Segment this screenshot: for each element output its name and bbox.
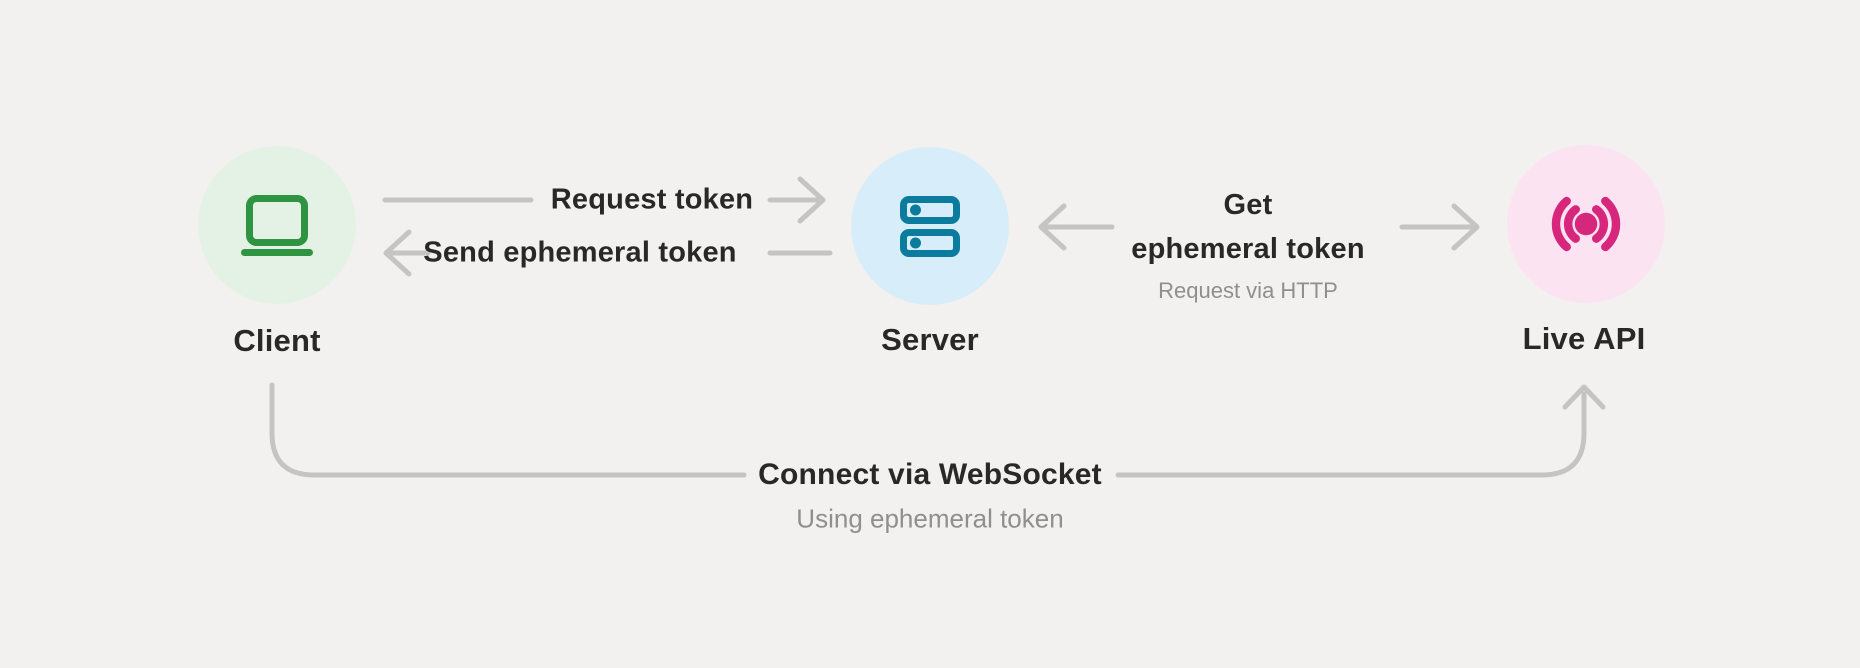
get-ephemeral-token-label: Get ephemeral token (1131, 189, 1365, 265)
get-ephemeral-token-left-arrow (1038, 203, 1115, 251)
websocket-path-left (269, 382, 747, 478)
get-ephemeral-token-right-arrow (1399, 203, 1480, 251)
client-label: Client (233, 323, 321, 358)
send-ephemeral-token-arrow (383, 229, 431, 277)
server-circle (851, 147, 1009, 305)
using-ephemeral-token-sublabel: Using ephemeral token (796, 503, 1064, 534)
laptop-icon (241, 194, 313, 256)
request-token-arrow (767, 176, 826, 224)
live-api-circle (1507, 145, 1665, 303)
request-token-label: Request token (550, 183, 754, 216)
websocket-path-right (1115, 391, 1587, 478)
send-ephemeral-token-label: Send ephemeral token (423, 236, 737, 269)
connect-websocket-label: Connect via WebSocket (758, 458, 1102, 491)
request-via-http-sublabel: Request via HTTP (1158, 278, 1338, 303)
live-api-label: Live API (1522, 321, 1646, 356)
broadcast-icon (1541, 190, 1631, 258)
server-label: Server (881, 322, 979, 357)
client-circle (198, 146, 356, 304)
server-icon (900, 195, 960, 257)
websocket-arrowhead (1562, 384, 1606, 410)
